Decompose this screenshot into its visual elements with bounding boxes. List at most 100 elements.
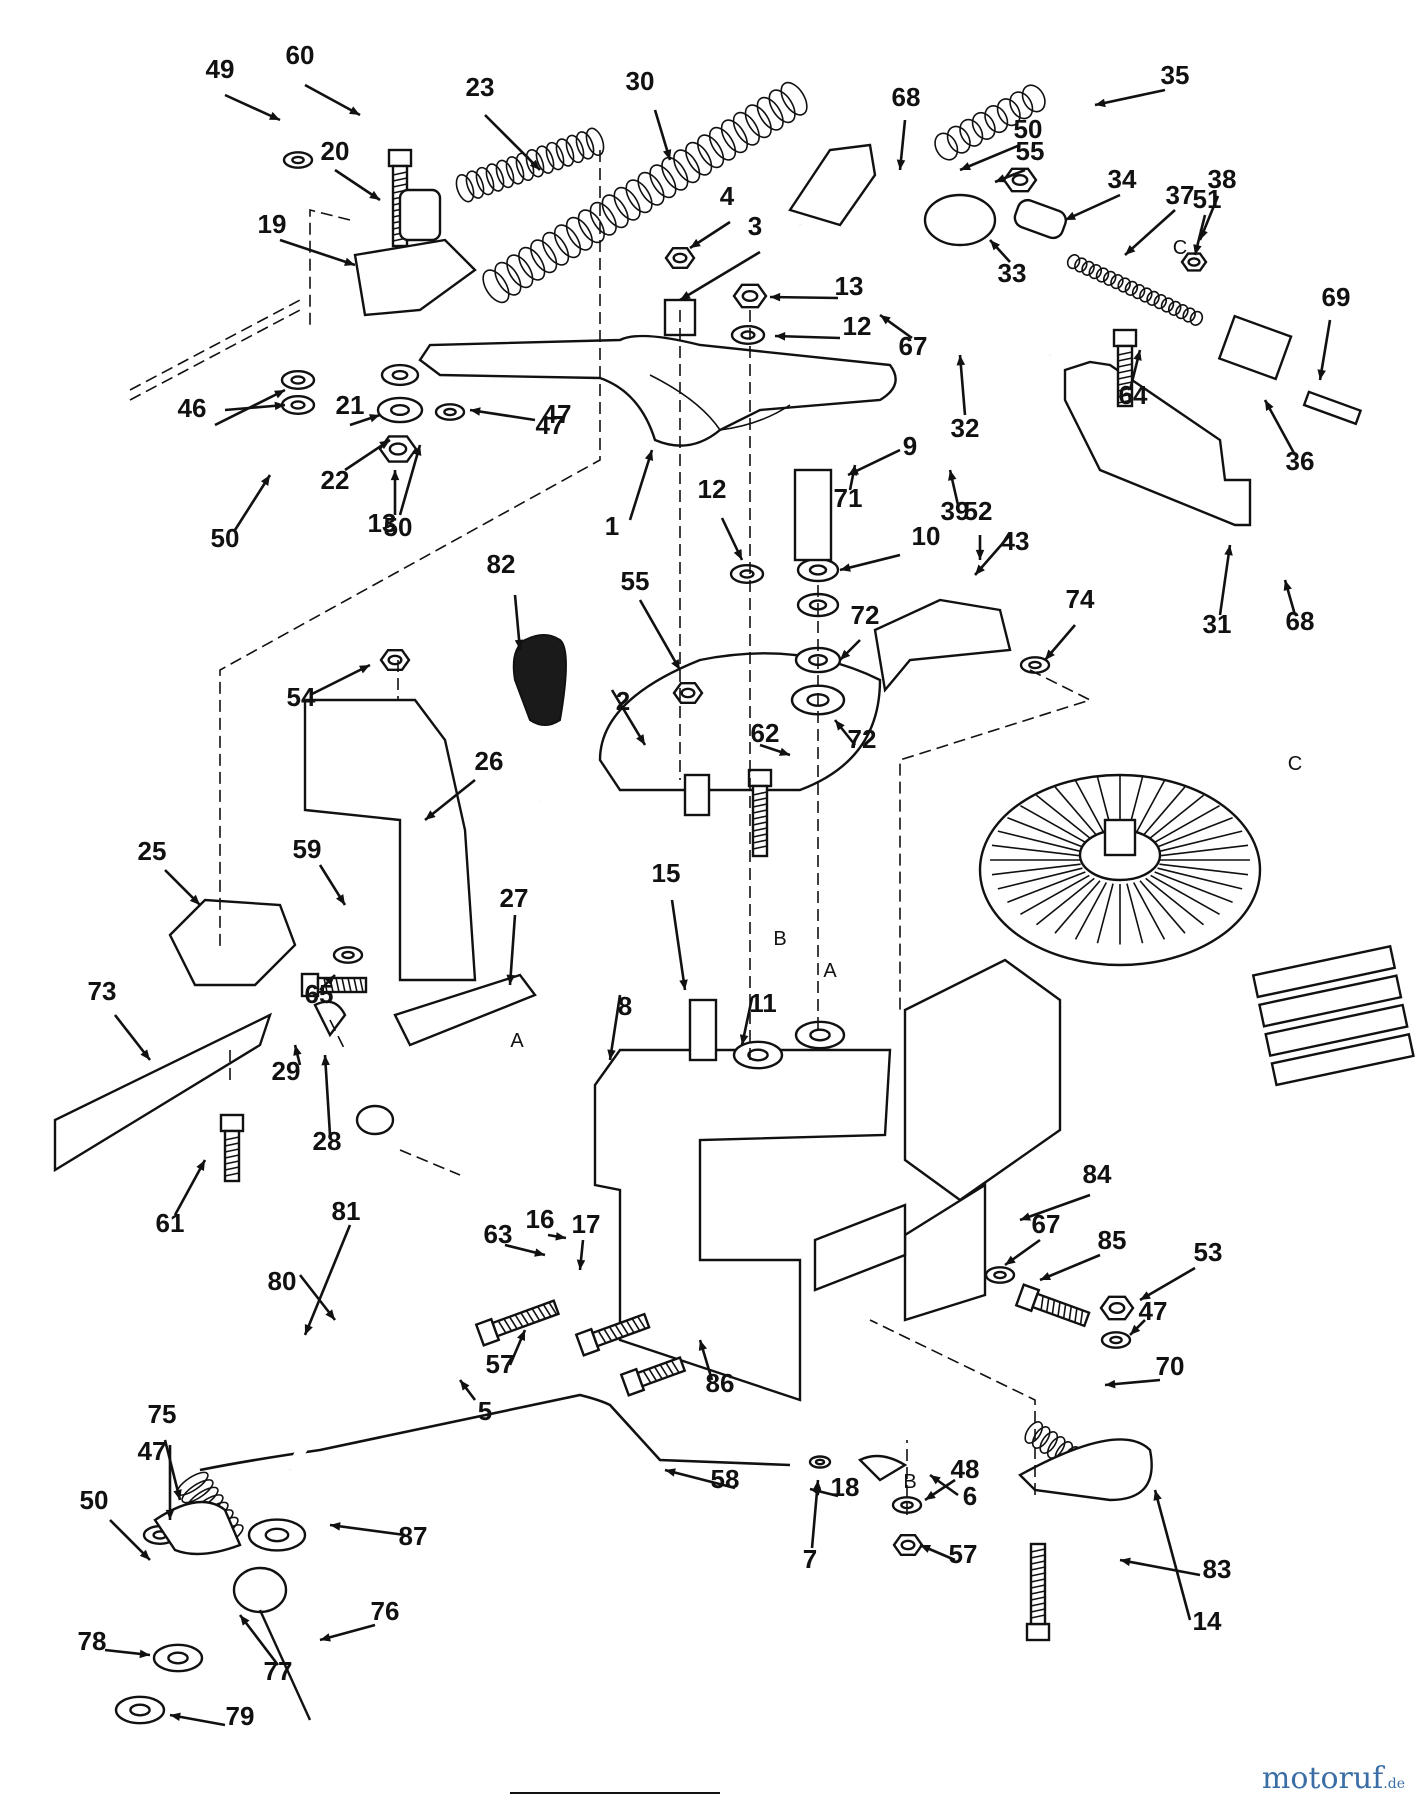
callout-73: 73 [88, 976, 117, 1006]
callout-35: 35 [1161, 60, 1190, 90]
rod-81-inner [285, 799, 566, 1473]
callout-leader [848, 464, 858, 491]
callout-leader [839, 553, 901, 572]
spring-36 [934, 84, 1046, 161]
washer-48 [1100, 1331, 1132, 1349]
callout-leader [948, 469, 960, 506]
ref-letter-C: C [1288, 753, 1302, 775]
washer-11 [732, 1040, 784, 1070]
callout-15: 15 [652, 858, 681, 888]
bracket-28 [393, 973, 537, 1047]
callout-13: 13 [835, 271, 864, 301]
callout-85: 85 [1098, 1225, 1127, 1255]
callout-leader [653, 109, 672, 161]
callout-9: 9 [903, 431, 917, 461]
callout-leader [329, 1522, 406, 1537]
spacer-2-post [683, 773, 711, 817]
callout-20: 20 [321, 136, 350, 166]
fan-fin [1054, 786, 1101, 840]
bracket-8 [593, 1048, 892, 1402]
washer-10a [796, 557, 840, 583]
callout-62: 62 [751, 718, 780, 748]
callout-76: 76 [371, 1596, 400, 1626]
callout-leader [670, 899, 688, 991]
callout-leader [1039, 1253, 1101, 1282]
callout-leader [1128, 349, 1142, 391]
callout-leader [293, 1044, 302, 1066]
callout-47: 47 [138, 1436, 167, 1466]
fan-fin [991, 863, 1081, 876]
bracket-32 [1063, 360, 1252, 527]
callout-leader [1019, 1193, 1091, 1222]
callout-65: 65 [305, 979, 334, 1009]
fan-fin [1132, 882, 1166, 940]
callout-leader [169, 1712, 226, 1727]
callout-leader [628, 449, 654, 521]
callout-leader [896, 119, 907, 171]
callout-leader [879, 313, 913, 340]
callout-leader [508, 1329, 527, 1366]
fan-fin [1145, 794, 1205, 843]
callout-leader [469, 407, 536, 422]
callout-leader [163, 1439, 182, 1501]
callout-12: 12 [698, 474, 727, 504]
arm-20 [353, 238, 477, 317]
channel-74 [53, 1012, 273, 1173]
bracket-19 [813, 1203, 907, 1292]
fan-fin [1020, 874, 1090, 916]
callout-69: 69 [1322, 282, 1351, 312]
callout-50: 50 [211, 523, 240, 553]
callout-leader [113, 1014, 152, 1061]
fan-fin [1035, 877, 1095, 926]
callout-61: 61 [156, 1208, 185, 1238]
alignment-line [399, 1149, 461, 1176]
callout-leader [975, 535, 985, 560]
fan-fin [1020, 804, 1090, 846]
callout-50: 50 [1014, 114, 1043, 144]
callout-leader [1094, 88, 1166, 108]
callout-leader [679, 250, 761, 302]
callout-leader [484, 114, 541, 171]
fan-fin [1139, 880, 1186, 934]
fan-fin [1159, 863, 1249, 876]
callout-leader [319, 974, 336, 991]
fan-fin [1126, 883, 1144, 944]
callout-14: 14 [1193, 1606, 1222, 1636]
callout-leader [104, 1648, 151, 1659]
spring-25 [455, 127, 605, 203]
callout-72: 72 [848, 724, 877, 754]
callout-leader [1064, 193, 1121, 222]
callout-leader [1317, 319, 1332, 381]
rod-5 [199, 1394, 791, 1471]
callout-43: 43 [1001, 526, 1030, 556]
callout-30: 30 [626, 66, 655, 96]
fan-fin [1157, 830, 1243, 853]
washer-47-mid [280, 370, 316, 391]
callout-3: 3 [748, 211, 762, 241]
callout-leader [303, 1224, 352, 1336]
callout-67: 67 [899, 331, 928, 361]
callout-leader [689, 220, 731, 250]
callout-50: 50 [80, 1485, 109, 1515]
callout-46: 46 [178, 393, 207, 423]
callout-leader [398, 444, 422, 516]
bolt-65 [1112, 328, 1138, 408]
watermark-logo: motoruf.de [1262, 1761, 1405, 1796]
fan-fin [1096, 883, 1114, 944]
callout-79: 79 [226, 1701, 255, 1731]
callout-33: 33 [998, 258, 1027, 288]
callout-57: 57 [486, 1349, 515, 1379]
callout-leader [458, 1379, 477, 1401]
callout-53: 53 [1194, 1237, 1223, 1267]
callout-59: 59 [293, 834, 322, 864]
fan-fin [1150, 804, 1220, 846]
nut-55-left [379, 649, 411, 671]
callout-leader [349, 413, 381, 427]
washer-47-low [280, 395, 316, 416]
fan-fin [1074, 780, 1108, 838]
handle-9 [793, 468, 833, 562]
callout-54: 54 [287, 682, 316, 712]
